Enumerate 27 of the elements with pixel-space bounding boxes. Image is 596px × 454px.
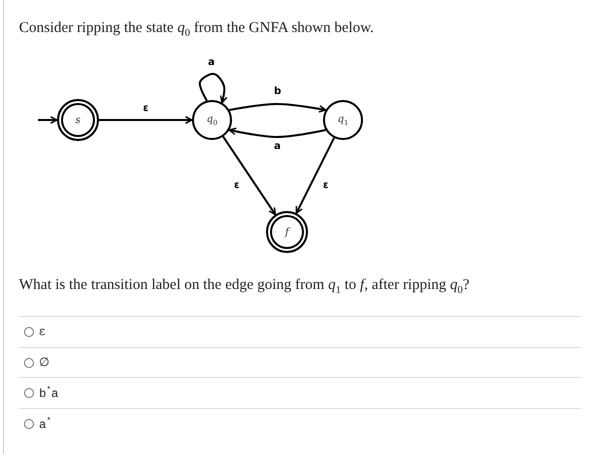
edge-label: a: [207, 58, 216, 68]
arrow: [198, 72, 228, 104]
arrow: [229, 103, 326, 113]
arrow: [296, 137, 335, 214]
question-text: Consider ripping the state q$_{0}$ from the GNFA shown below.: [19, 20, 374, 39]
state-name: q$_{1}$: [338, 114, 348, 126]
edge-label: ε: [142, 104, 150, 114]
edge-label: ε: [233, 181, 241, 191]
edge-label: b: [273, 87, 282, 97]
accepting-state-circle: [57, 99, 99, 141]
answer-option: ∅: [39, 355, 49, 369]
arrow: [228, 128, 326, 138]
arrow: [99, 116, 193, 124]
answer-option: ε: [39, 324, 46, 338]
state-name: q$_{0}$: [206, 114, 218, 126]
state-circle: [323, 100, 363, 140]
question-text: What is the transition label on the edge going from q$_{1}$ to f, after ripping q$_{0}$?: [19, 277, 470, 296]
accepting-state-circle: [266, 211, 308, 253]
edge-label: ε: [322, 181, 330, 191]
answer-option: a$^{*}$: [39, 416, 52, 432]
edge-label: a: [273, 142, 282, 152]
state-name: s: [75, 114, 81, 126]
arrow: [38, 116, 58, 124]
state-name: f: [285, 226, 289, 238]
arrow: [222, 136, 276, 216]
answer-option: b$^{*}$a: [39, 385, 58, 401]
state-circle: [192, 100, 232, 140]
